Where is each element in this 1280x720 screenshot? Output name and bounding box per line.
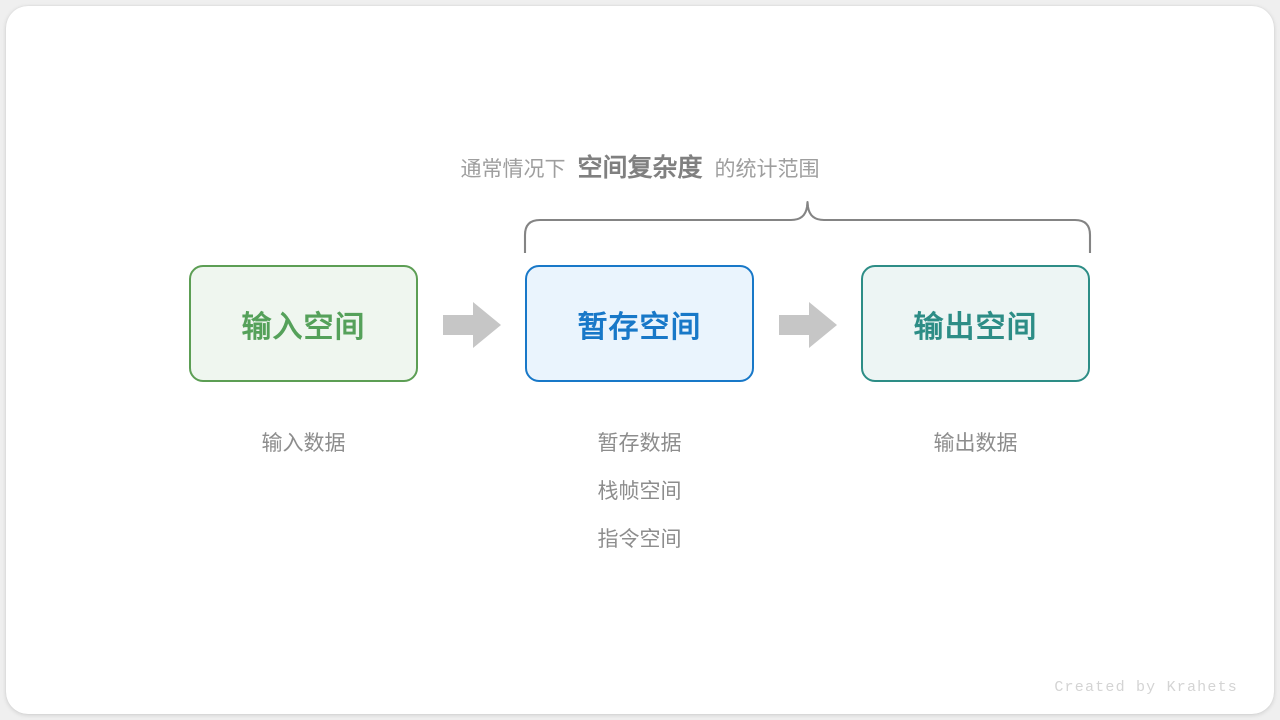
box-output-space-label: 输出空间 [913, 310, 1038, 344]
box-temp-space[interactable]: 暂存空间 [525, 265, 754, 382]
label-line: 指令空间 [597, 528, 682, 551]
arrow-right-icon [443, 302, 501, 348]
box-input-space-label: 输入空间 [241, 310, 366, 344]
labels-input-space: 输入数据 [189, 420, 418, 468]
label-line: 输入数据 [261, 432, 346, 455]
label-line: 暂存数据 [597, 432, 682, 455]
labels-output-space: 输出数据 [861, 420, 1090, 468]
caption-trail: 的统计范围 [714, 158, 820, 181]
caption-heading: 通常情况下空间复杂度的统计范围 [0, 148, 1280, 190]
label-line: 栈帧空间 [597, 480, 682, 503]
label-line: 输出数据 [933, 432, 1018, 455]
curly-brace-icon [523, 200, 1092, 253]
credit-text: Created by Krahets [1054, 679, 1238, 696]
labels-temp-space: 暂存数据 栈帧空间 指令空间 [525, 420, 754, 564]
box-temp-space-label: 暂存空间 [577, 310, 702, 344]
box-output-space[interactable]: 输出空间 [861, 265, 1090, 382]
box-input-space[interactable]: 输入空间 [189, 265, 418, 382]
caption-lead: 通常情况下 [460, 158, 566, 181]
caption-emphasis: 空间复杂度 [577, 154, 703, 182]
arrow-right-icon [779, 302, 837, 348]
